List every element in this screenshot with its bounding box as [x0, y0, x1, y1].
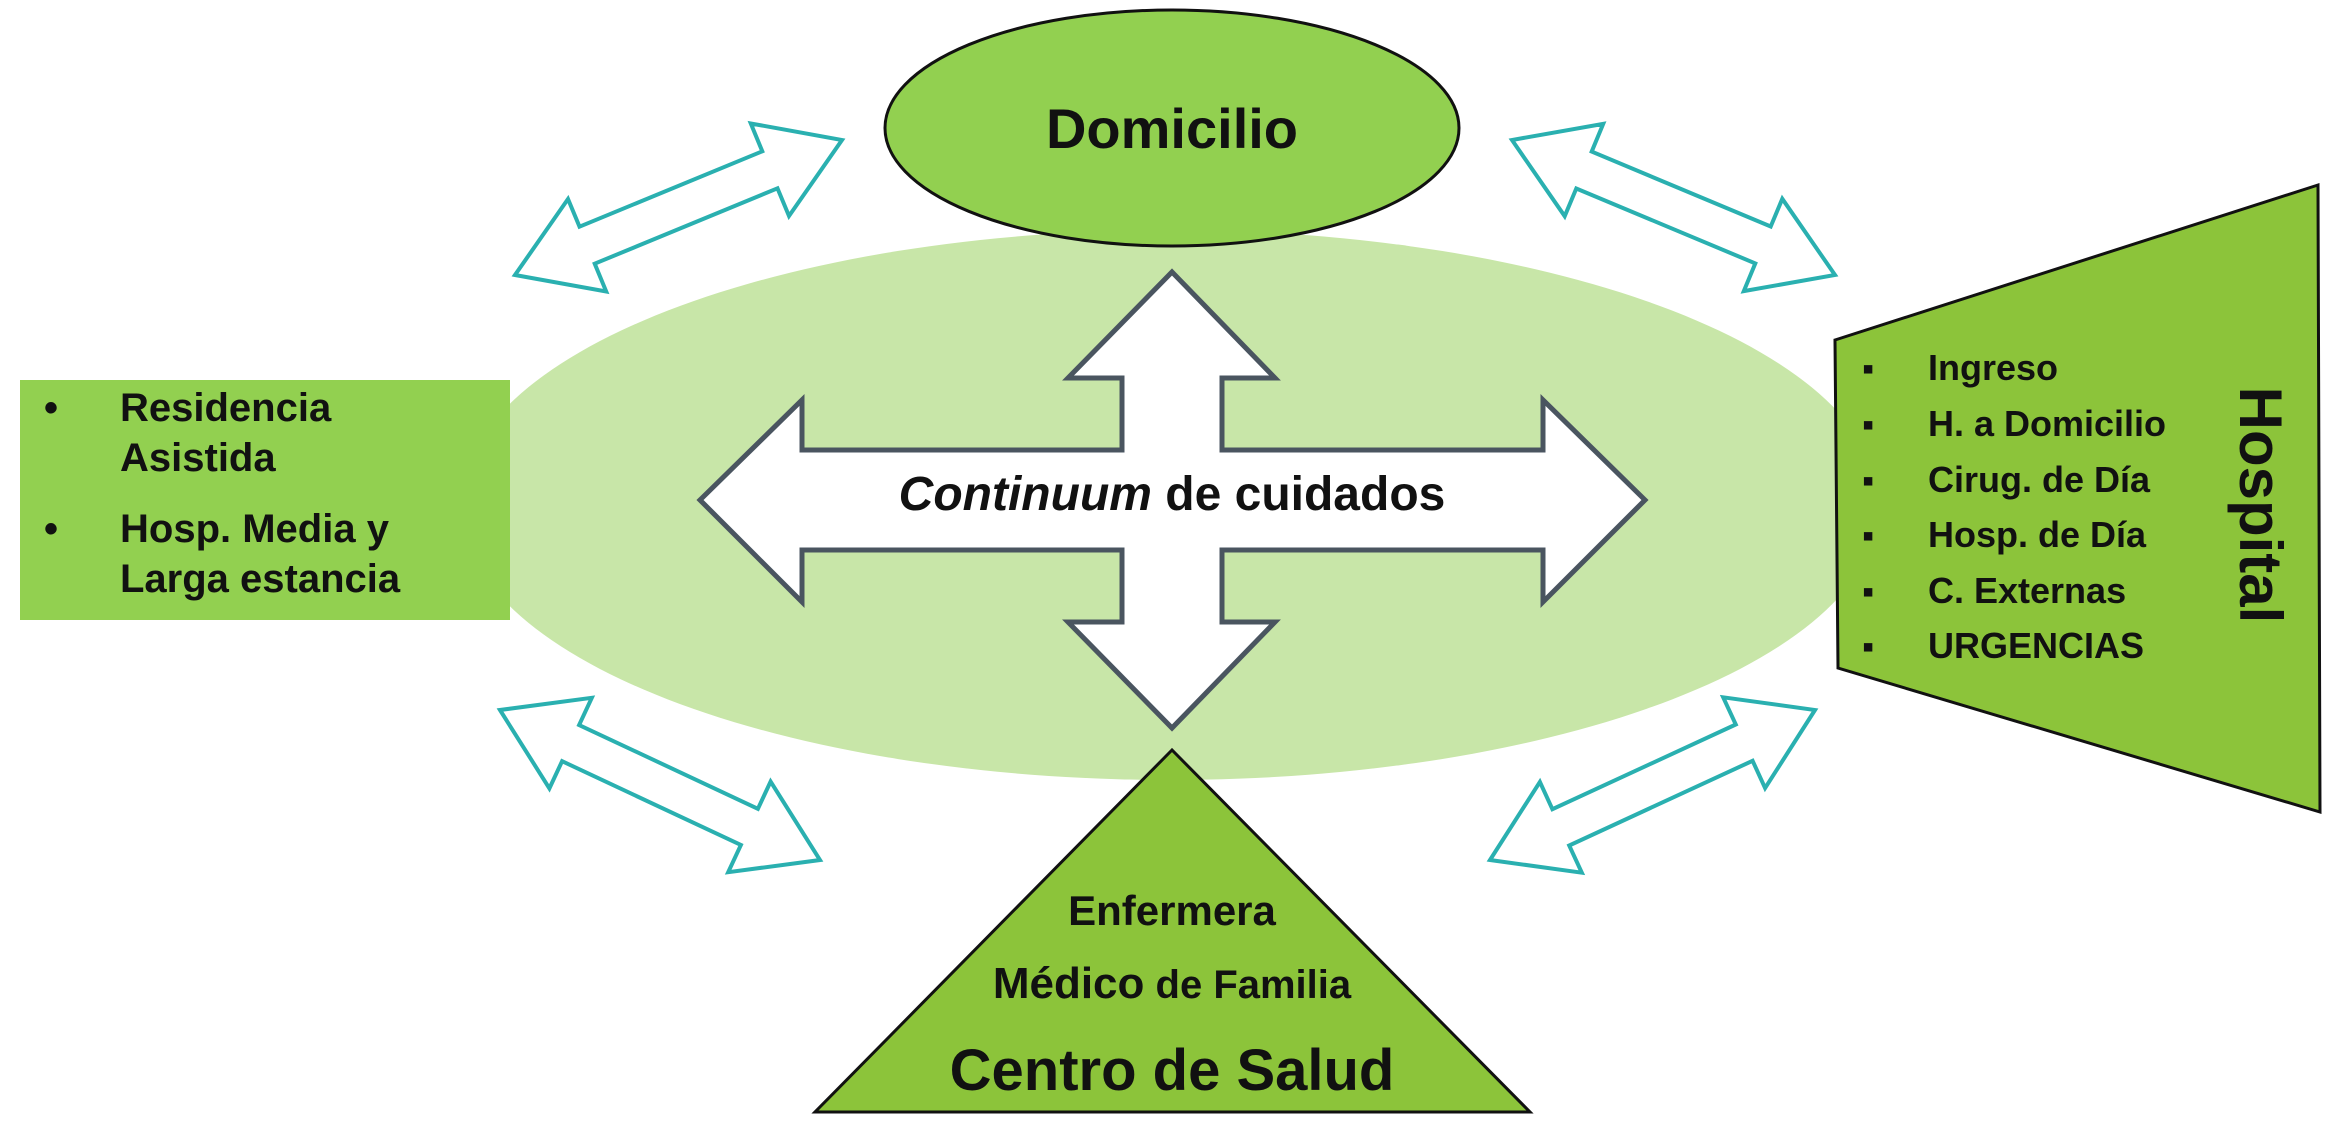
hospital-item-consultas-externas: C. Externas — [1928, 570, 2126, 611]
central-four-way-arrow: Continuum de cuidados — [696, 268, 1649, 732]
hospital-item-ingreso: Ingreso — [1928, 347, 2058, 388]
residencia-bullet-1: • — [44, 386, 58, 430]
de-familia-label: de Familia — [1144, 963, 1351, 1007]
teal-connector-arrows — [496, 120, 1839, 876]
centro-salud-triangle — [811, 747, 1534, 1114]
hospital-bullet-4: ▪ — [1862, 517, 1874, 555]
hospital-item-hosp-domicilio: H. a Domicilio — [1928, 403, 2166, 444]
residencia-bullet-2: • — [44, 507, 58, 551]
hospital-item-urgencias: URGENCIAS — [1928, 625, 2144, 666]
hospital-bullet-3: ▪ — [1862, 462, 1874, 500]
residencia-item-2-line-1: Hosp. Media y — [120, 507, 390, 551]
double-arrow-residencia-centro-salud-icon — [496, 695, 824, 875]
residencia-node: • Residencia Asistida • Hosp. Media y La… — [20, 380, 510, 620]
hospital-service-list: ▪ Ingreso ▪ H. a Domicilio ▪ Cirug. de D… — [1862, 347, 2166, 666]
hospital-node: Hospital ▪ Ingreso ▪ H. a Domicilio ▪ Ci… — [1833, 182, 2322, 815]
continuum-label: Continuum de cuidados — [899, 468, 1446, 521]
centro-salud-title: Centro de Salud — [950, 1038, 1395, 1103]
double-arrow-domicilio-hospital-icon — [1508, 121, 1839, 294]
centro-salud-node: Enfermera Médico de Familia Centro de Sa… — [811, 747, 1534, 1114]
double-arrow-residencia-domicilio-icon — [511, 120, 846, 295]
hospital-bullet-6: ▪ — [1862, 628, 1874, 666]
hospital-bullet-2: ▪ — [1862, 406, 1874, 444]
four-way-arrow-icon — [696, 268, 1649, 732]
residencia-box — [20, 380, 510, 620]
domicilio-ellipse — [883, 8, 1461, 248]
hospital-bullet-5: ▪ — [1862, 573, 1874, 611]
centro-salud-enfermera: Enfermera — [1068, 887, 1276, 934]
continuum-rest-words: de cuidados — [1152, 468, 1445, 521]
domicilio-label: Domicilio — [1046, 97, 1298, 160]
centro-salud-medico-familia: Médico de Familia — [993, 959, 1352, 1008]
medico-label: Médico — [993, 959, 1145, 1008]
hospital-trapezoid — [1833, 182, 2322, 815]
continuum-italic-word: Continuum — [899, 468, 1152, 521]
hospital-item-hosp-dia: Hosp. de Día — [1928, 514, 2147, 555]
domicilio-node: Domicilio — [883, 8, 1461, 248]
double-arrow-centro-salud-hospital-icon — [1486, 694, 1819, 876]
residencia-item-1-line-1: Residencia — [120, 386, 332, 430]
hospital-title: Hospital — [2227, 387, 2294, 624]
hospital-item-cirugia-dia: Cirug. de Día — [1928, 459, 2151, 500]
residencia-item-1-line-2: Asistida — [120, 436, 276, 480]
residencia-item-2-line-2: Larga estancia — [120, 557, 401, 601]
hospital-bullet-1: ▪ — [1862, 350, 1874, 388]
